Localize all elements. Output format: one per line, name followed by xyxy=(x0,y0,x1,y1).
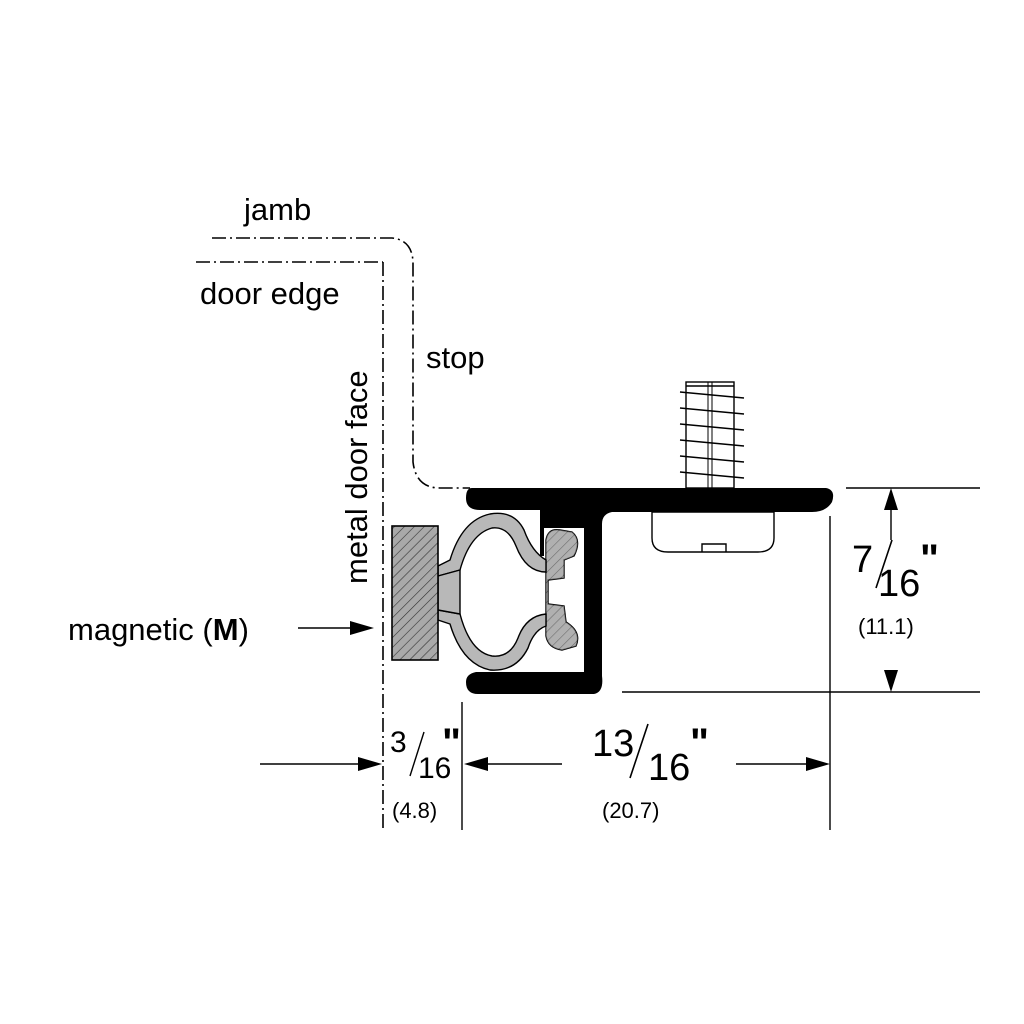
offset-numerator: 3 xyxy=(390,726,407,759)
screw xyxy=(651,381,775,553)
width-arrow-right xyxy=(806,757,830,771)
height-dimension: 7 16 " (11.1) xyxy=(852,537,939,639)
screw-head xyxy=(651,511,775,553)
offset-metric: (4.8) xyxy=(392,798,437,823)
magnetic-label-suffix: ) xyxy=(239,612,249,647)
seal-anchor-hatch xyxy=(546,529,578,650)
metal-door-face-label: metal door face xyxy=(339,370,374,584)
offset-inch-mark: " xyxy=(442,721,461,765)
extension-lines xyxy=(461,487,980,830)
height-numerator: 7 xyxy=(852,539,873,581)
seal-web xyxy=(437,569,461,615)
width-inch-mark: " xyxy=(690,721,709,765)
offset-arrow xyxy=(358,757,382,771)
magnetic-pointer-arrow xyxy=(350,621,374,635)
magnet-block xyxy=(391,525,439,661)
magnetic-label: magnetic (M) xyxy=(68,612,249,647)
width-arrow-left xyxy=(464,757,488,771)
magnetic-label-prefix: magnetic ( xyxy=(68,612,213,647)
seal-lower-fin xyxy=(437,609,547,671)
height-inch-mark: " xyxy=(920,537,939,581)
offset-fraction-bar xyxy=(409,731,425,777)
magnetic-label-bold: M xyxy=(213,612,239,647)
aluminum-carrier xyxy=(466,488,834,694)
door-edge-label: door edge xyxy=(200,276,340,311)
screw-slot xyxy=(701,543,727,552)
width-metric: (20.7) xyxy=(602,798,659,823)
offset-dimension: 3 16 " (4.8) xyxy=(390,721,461,823)
offset-denominator: 16 xyxy=(418,752,451,785)
jamb-label: jamb xyxy=(243,192,311,227)
height-metric: (11.1) xyxy=(858,614,914,639)
height-denominator: 16 xyxy=(878,563,920,605)
stop-label: stop xyxy=(426,340,485,375)
seal-upper-fin xyxy=(437,512,547,577)
height-arrow-top xyxy=(884,488,898,510)
jamb-line xyxy=(212,237,470,489)
width-numerator: 13 xyxy=(592,723,634,765)
width-fraction-bar xyxy=(629,723,649,779)
width-dimension: 13 16 " (20.7) xyxy=(592,721,709,823)
width-denominator: 16 xyxy=(648,747,690,789)
height-arrow-bottom xyxy=(884,670,898,692)
screw-shank xyxy=(685,381,735,489)
height-fraction-bar xyxy=(875,539,893,589)
